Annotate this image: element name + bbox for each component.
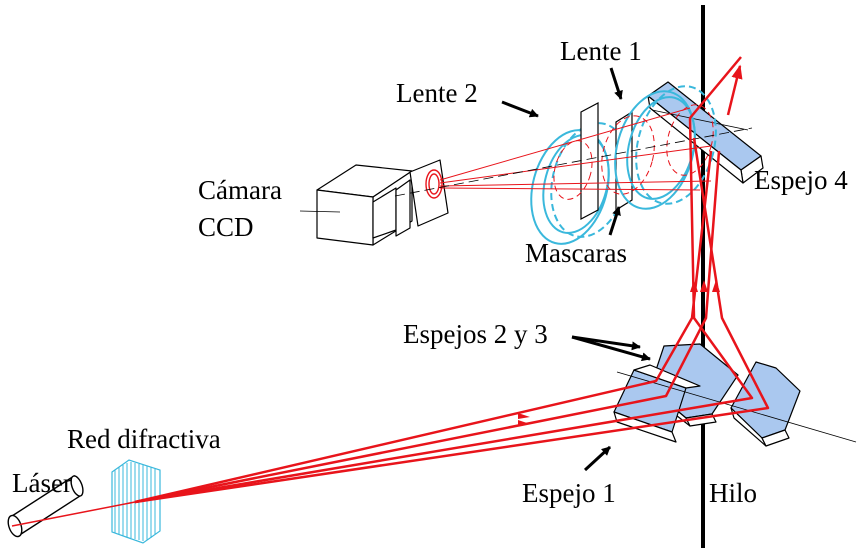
espejo-3-mirror — [730, 361, 801, 447]
label-camara: Cámara — [198, 175, 282, 205]
output-beam-arrow — [726, 64, 743, 116]
mascaras-masks — [580, 102, 633, 220]
camera-ring — [425, 169, 443, 199]
laser-beams — [11, 56, 770, 527]
pointer-arrows — [501, 67, 651, 472]
label-red-difractiva: Red difractiva — [67, 424, 221, 454]
label-espejos-2-3: Espejos 2 y 3 — [403, 319, 548, 349]
beam-direction-arrows — [518, 280, 720, 426]
label-mascaras: Mascaras — [525, 238, 627, 268]
laser-source — [7, 474, 84, 538]
label-laser: Láser — [12, 468, 72, 498]
label-ccd: CCD — [198, 212, 254, 242]
label-lente-2: Lente 2 — [396, 78, 478, 108]
optical-axis — [394, 127, 753, 197]
label-espejo-4: Espejo 4 — [754, 165, 848, 195]
label-lente-1: Lente 1 — [560, 36, 642, 66]
label-espejo-1: Espejo 1 — [522, 478, 616, 508]
lens-system-beams — [439, 104, 714, 200]
ccd-camera — [299, 159, 449, 246]
label-hilo: Hilo — [709, 478, 757, 508]
